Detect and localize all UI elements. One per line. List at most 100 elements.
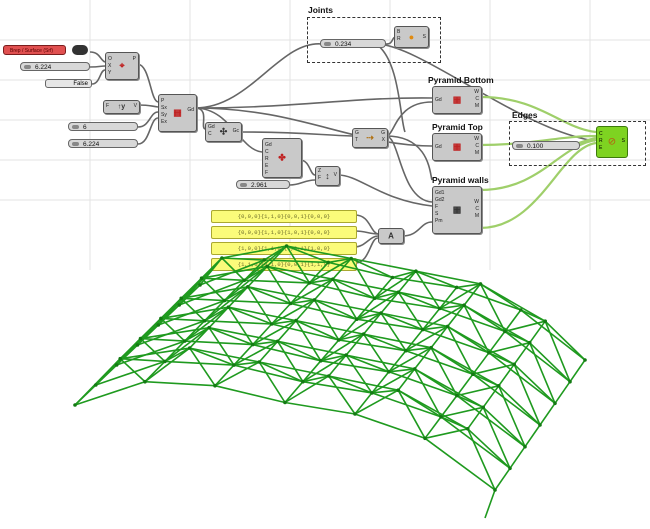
- joint-node: [331, 277, 335, 282]
- cell-center-component[interactable]: Gd C R E F ✤: [262, 138, 302, 178]
- truss-member: [463, 304, 531, 344]
- grid-points-inputs: Gd C: [208, 124, 215, 137]
- truss-member: [120, 347, 190, 360]
- square-grid-component[interactable]: P Sx Sy Ex Gd ▦: [158, 94, 197, 132]
- joint-node: [118, 356, 122, 361]
- truss-member: [228, 306, 297, 322]
- truss-member: [456, 385, 499, 397]
- joint-node: [354, 317, 359, 322]
- pattern-panel-2[interactable]: {0,0,0}{1,1,0}{1,0,1}{0,0,0}: [211, 226, 357, 239]
- truss-member: [405, 325, 449, 352]
- pattern-icon: A: [388, 231, 394, 241]
- truss-member: [373, 276, 394, 299]
- unit-y-inputs: F: [106, 103, 110, 109]
- truss-member: [362, 312, 382, 335]
- pyramid-top-component[interactable]: Gd W C M ▦: [432, 133, 482, 161]
- truss-member: [263, 245, 288, 261]
- y-size-slider[interactable]: 6.224: [68, 139, 138, 148]
- joint-node: [312, 298, 317, 302]
- truss-member: [414, 368, 484, 408]
- bake-object-icon[interactable]: [72, 45, 88, 55]
- joint-node: [275, 339, 280, 344]
- truss-member: [422, 307, 441, 331]
- truss-member: [233, 364, 304, 383]
- false-toggle[interactable]: False: [45, 79, 92, 88]
- truss-member: [539, 402, 556, 426]
- edges-radius-slider[interactable]: 0.100: [512, 141, 580, 150]
- joint-node: [349, 256, 354, 261]
- pyramid-top-label: Pyramid Top: [432, 122, 483, 132]
- move-component[interactable]: G T G X ⇢: [352, 128, 388, 148]
- joint-node: [462, 303, 466, 308]
- pattern-component[interactable]: A: [378, 228, 404, 244]
- brep-param[interactable]: Brep / Surface (Srf): [3, 45, 66, 55]
- truss-member: [160, 317, 205, 322]
- truss-member: [388, 350, 407, 373]
- pyramid-bottom-component[interactable]: Gd W C M ▦: [432, 86, 482, 114]
- truss-members: [74, 245, 586, 519]
- xy-plane-component[interactable]: O X Y P ⌖: [105, 52, 139, 80]
- truss-member: [140, 337, 185, 342]
- pattern-panel-4[interactable]: {1,1,0}{0,1,0}{0,0,1}{1,1,0}: [211, 258, 357, 271]
- joint-node: [319, 359, 323, 363]
- truss-member: [440, 416, 469, 430]
- grid-points-component[interactable]: Gd C Gc ✣: [205, 122, 242, 142]
- truss-member: [544, 320, 571, 383]
- sphere-outputs: S: [422, 34, 426, 40]
- joint-node: [222, 298, 227, 303]
- joint-node: [114, 363, 119, 367]
- grid-icon: ▦: [173, 107, 182, 118]
- truss-member: [439, 286, 458, 310]
- unit-y-component[interactable]: F V ↑y: [103, 100, 140, 114]
- square-grid-inputs: P Sx Sy Ex: [161, 98, 167, 125]
- truss-member: [345, 333, 365, 356]
- truss-member: [328, 257, 352, 264]
- joints-group[interactable]: [307, 17, 441, 63]
- pipe-component[interactable]: C R E S ⊘: [596, 126, 628, 158]
- joint-node: [187, 346, 192, 350]
- pyramid-top-inputs: Gd: [435, 144, 442, 150]
- truss-member: [504, 330, 571, 383]
- x-size-slider[interactable]: 6.224: [20, 62, 90, 71]
- square-grid-outputs: Gd: [187, 107, 194, 113]
- truss-member: [208, 326, 254, 346]
- count-slider[interactable]: 6: [68, 122, 138, 131]
- truss-member: [286, 245, 352, 260]
- pyramid-bottom-label: Pyramid Bottom: [428, 75, 494, 85]
- truss-member: [338, 333, 364, 341]
- edges-group[interactable]: [509, 121, 646, 166]
- truss-member: [160, 317, 186, 342]
- vector-z-outputs: V: [333, 172, 337, 178]
- joint-node: [94, 383, 98, 387]
- truss-member: [422, 325, 448, 331]
- joint-node: [508, 466, 512, 471]
- joint-node: [301, 379, 305, 384]
- pyramid-bottom-icon: ▦: [452, 94, 462, 105]
- joint-node: [283, 400, 287, 405]
- truss-member: [295, 319, 340, 341]
- joint-node: [199, 276, 204, 281]
- truss-member: [472, 352, 490, 375]
- truss-member: [284, 375, 330, 404]
- truss-member: [472, 363, 515, 375]
- joint-node: [337, 338, 341, 342]
- joint-node: [387, 370, 391, 374]
- grasshopper-canvas[interactable]: Joints Edges Pyramid Bottom Pyramid Top …: [0, 0, 650, 271]
- pattern-panel-1[interactable]: {0,0,0}{1,1,0}{0,0,1}{0,0,0}: [211, 210, 357, 223]
- truss-member: [320, 354, 347, 362]
- truss-member: [308, 261, 329, 284]
- canvas-grid: [0, 0, 650, 270]
- sphere-component[interactable]: B R S ●: [394, 26, 429, 48]
- vector-z-component[interactable]: Z F V ↕: [315, 166, 340, 186]
- truss-member: [440, 395, 458, 418]
- pyramid-walls-component[interactable]: Gd1 Gd2 F S Pm W C M ▦: [432, 186, 482, 234]
- joints-radius-slider[interactable]: 0.234: [320, 39, 386, 48]
- truss-member: [290, 299, 315, 305]
- height-slider[interactable]: 2.961: [236, 180, 290, 189]
- xy-plane-inputs: O X Y: [108, 56, 112, 76]
- joint-node: [246, 285, 250, 289]
- truss-member: [371, 371, 390, 394]
- truss-member: [214, 384, 286, 404]
- joint-node: [265, 264, 270, 269]
- joint-node: [454, 285, 459, 290]
